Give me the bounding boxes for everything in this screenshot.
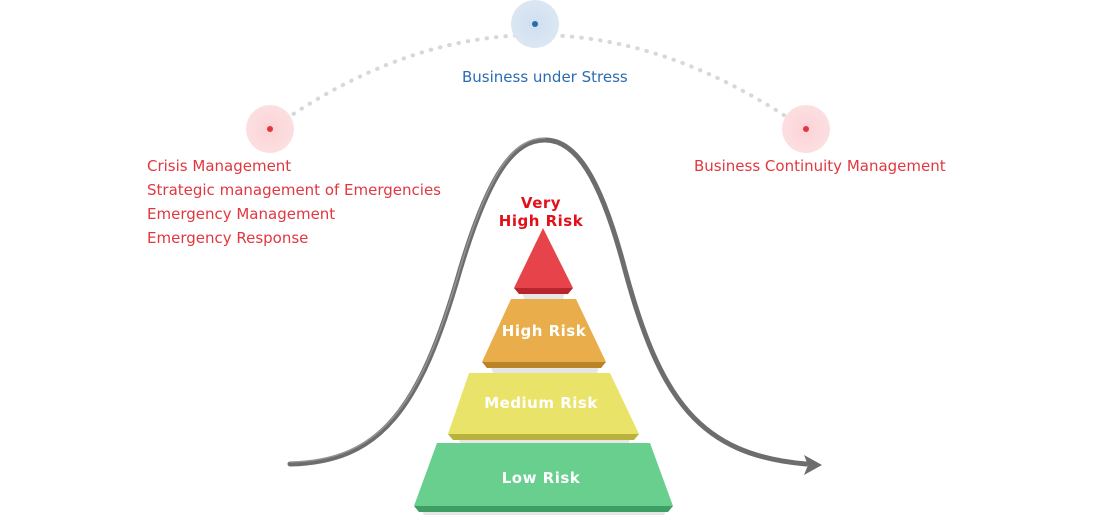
tier-high-label: High Risk: [502, 322, 587, 340]
stage-left-item: Strategic management of Emergencies: [147, 181, 441, 199]
stage-marker-left: [246, 105, 294, 153]
tier-low-label: Low Risk: [502, 469, 581, 487]
stage-dotted-arc: [268, 33, 808, 132]
tier-low-risk: [414, 443, 673, 512]
curve-arrowhead-icon: [804, 455, 822, 475]
tier-medium-risk: [448, 373, 639, 440]
stage-left-item: Crisis Management: [147, 157, 292, 175]
stage-marker-top: [511, 0, 559, 48]
tier-medium-label: Medium Risk: [484, 394, 598, 412]
bell-curve-highlight: [289, 137, 546, 463]
tier-high-risk: [482, 299, 606, 368]
stage-left-item: Emergency Management: [147, 205, 336, 223]
stage-top-label: Business under Stress: [462, 68, 628, 86]
stage-right-label: Business Continuity Management: [694, 157, 946, 175]
bell-curve: [287, 137, 809, 467]
tier-very-high-risk: [514, 228, 573, 294]
tier-very-high-label-line1: Very: [521, 194, 561, 212]
stage-left-item: Emergency Response: [147, 229, 309, 247]
stage-marker-right: [782, 105, 830, 153]
tier-very-high-label-line2: High Risk: [499, 212, 584, 230]
stage-left-label-list: Crisis Management Strategic management o…: [147, 154, 441, 250]
